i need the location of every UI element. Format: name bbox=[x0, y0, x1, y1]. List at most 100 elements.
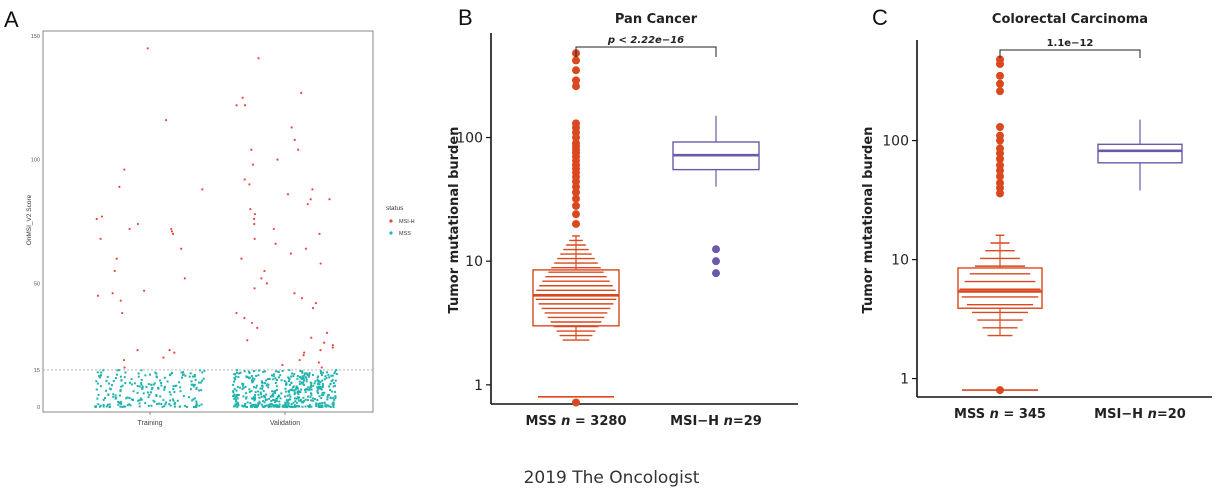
mss-point bbox=[195, 400, 198, 403]
mss-point bbox=[309, 395, 312, 398]
mss-point bbox=[246, 406, 249, 409]
mss-point bbox=[273, 404, 276, 407]
mss-point bbox=[332, 401, 335, 404]
mss-point bbox=[311, 374, 314, 377]
y-axis-label: OnMSI_V2 Score bbox=[26, 194, 33, 245]
mss-point bbox=[174, 384, 177, 387]
mss-point bbox=[236, 385, 239, 388]
mss-point bbox=[178, 381, 181, 384]
mss-point bbox=[302, 376, 305, 379]
msih-point bbox=[123, 366, 126, 369]
mss-point bbox=[285, 399, 288, 402]
mss-point bbox=[281, 369, 284, 372]
mss-point bbox=[248, 372, 251, 375]
mss-point bbox=[120, 379, 123, 382]
mss-point bbox=[271, 394, 274, 397]
mss-point bbox=[306, 399, 309, 402]
mss-point bbox=[112, 379, 115, 382]
mss-point bbox=[334, 370, 337, 373]
mss-point bbox=[269, 405, 272, 408]
mss-point bbox=[160, 384, 163, 387]
mss-point bbox=[292, 389, 295, 392]
mss-point bbox=[248, 376, 251, 379]
mss-point bbox=[102, 403, 105, 406]
mss-point bbox=[317, 382, 320, 385]
mss-point bbox=[275, 385, 278, 388]
msih-point bbox=[183, 277, 186, 280]
mss-point bbox=[137, 372, 140, 375]
mss-point bbox=[264, 399, 267, 402]
mss-point bbox=[128, 403, 131, 406]
msih-point bbox=[250, 321, 254, 325]
mss-point bbox=[262, 400, 265, 403]
mss-point bbox=[233, 394, 236, 397]
mss-point bbox=[270, 374, 273, 377]
mss-point bbox=[182, 395, 185, 398]
mss-point bbox=[304, 398, 307, 401]
mss-point bbox=[298, 380, 301, 383]
msih-point bbox=[100, 215, 104, 218]
mss-point bbox=[318, 385, 321, 388]
mss-point bbox=[96, 382, 99, 385]
mss-point bbox=[333, 372, 336, 375]
mss-point bbox=[312, 384, 315, 387]
mss-point bbox=[324, 404, 327, 407]
mss-point bbox=[288, 393, 291, 396]
msih-point bbox=[290, 126, 293, 129]
mss-point bbox=[305, 388, 308, 391]
mss-point bbox=[319, 370, 322, 373]
mss-point bbox=[286, 401, 289, 404]
mss-point bbox=[190, 380, 193, 383]
mss-point bbox=[247, 370, 250, 373]
msih-point bbox=[265, 282, 269, 285]
mss-point bbox=[314, 380, 317, 383]
mss-point bbox=[163, 386, 166, 389]
mss-point bbox=[295, 405, 298, 408]
mss-point bbox=[184, 404, 187, 407]
mss-point bbox=[296, 377, 299, 380]
mss-point bbox=[193, 375, 196, 378]
mss-point bbox=[250, 397, 253, 400]
mss-point bbox=[316, 398, 319, 401]
mss-point bbox=[257, 402, 260, 405]
mss-point bbox=[303, 372, 306, 375]
mss-point bbox=[305, 372, 308, 375]
mss-point bbox=[174, 402, 177, 405]
msih-point bbox=[317, 361, 320, 364]
mss-point bbox=[118, 401, 121, 404]
mss-point bbox=[293, 397, 296, 400]
mss-point bbox=[119, 405, 122, 408]
mss-point bbox=[146, 391, 149, 394]
mss-point bbox=[126, 396, 129, 399]
mss-point bbox=[155, 394, 158, 397]
mss-point bbox=[145, 385, 148, 388]
mss-point bbox=[184, 374, 187, 377]
mss-point bbox=[319, 387, 322, 390]
mss-point bbox=[192, 383, 195, 386]
mss-point bbox=[153, 382, 156, 385]
outlier-point bbox=[996, 71, 1004, 80]
mss-point bbox=[234, 405, 237, 408]
mss-point bbox=[152, 383, 155, 386]
mss-point bbox=[98, 376, 101, 379]
mss-point bbox=[235, 403, 238, 406]
msih-point bbox=[286, 193, 290, 196]
mss-point bbox=[169, 393, 172, 396]
msih-point bbox=[306, 203, 309, 206]
mss-point bbox=[310, 384, 313, 387]
mss-point bbox=[242, 395, 245, 398]
mss-point bbox=[241, 384, 244, 387]
msih-point bbox=[331, 346, 334, 349]
mss-point bbox=[326, 396, 329, 399]
mss-point bbox=[302, 381, 305, 384]
mss-point bbox=[254, 393, 257, 396]
mss-point bbox=[258, 400, 261, 403]
mss-point bbox=[242, 386, 245, 389]
mss-point bbox=[307, 388, 310, 391]
mss-point bbox=[321, 385, 324, 388]
mss-point bbox=[299, 370, 302, 373]
mss-point bbox=[308, 373, 311, 376]
mss-point bbox=[163, 388, 166, 391]
outlier-point bbox=[996, 386, 1004, 395]
mss-point bbox=[201, 371, 204, 374]
